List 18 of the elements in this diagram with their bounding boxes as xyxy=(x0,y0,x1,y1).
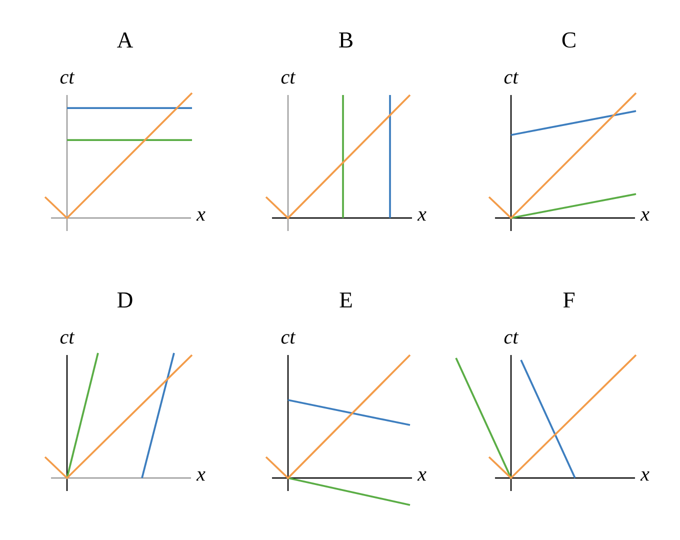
panel-letter: C xyxy=(562,32,576,48)
axis-label: x xyxy=(196,471,206,481)
axis-label: x xyxy=(417,211,426,221)
panel-letter: E xyxy=(340,292,352,308)
axis-label: x xyxy=(196,211,206,221)
axis-label: ct xyxy=(504,72,519,84)
panel-letter: F xyxy=(563,292,574,308)
axis-label: x xyxy=(417,471,426,481)
axis-label: ct xyxy=(504,332,519,344)
axis-label: ct xyxy=(60,72,75,84)
panel-letter: D xyxy=(117,292,132,308)
panel-letter: B xyxy=(339,32,352,48)
axis-label: x xyxy=(640,471,650,481)
axis-label: ct xyxy=(60,332,75,344)
axis-label: ct xyxy=(281,332,296,344)
axis-label: x xyxy=(640,211,650,221)
axis-label: ct xyxy=(281,72,296,84)
panel-letter: A xyxy=(117,32,134,48)
